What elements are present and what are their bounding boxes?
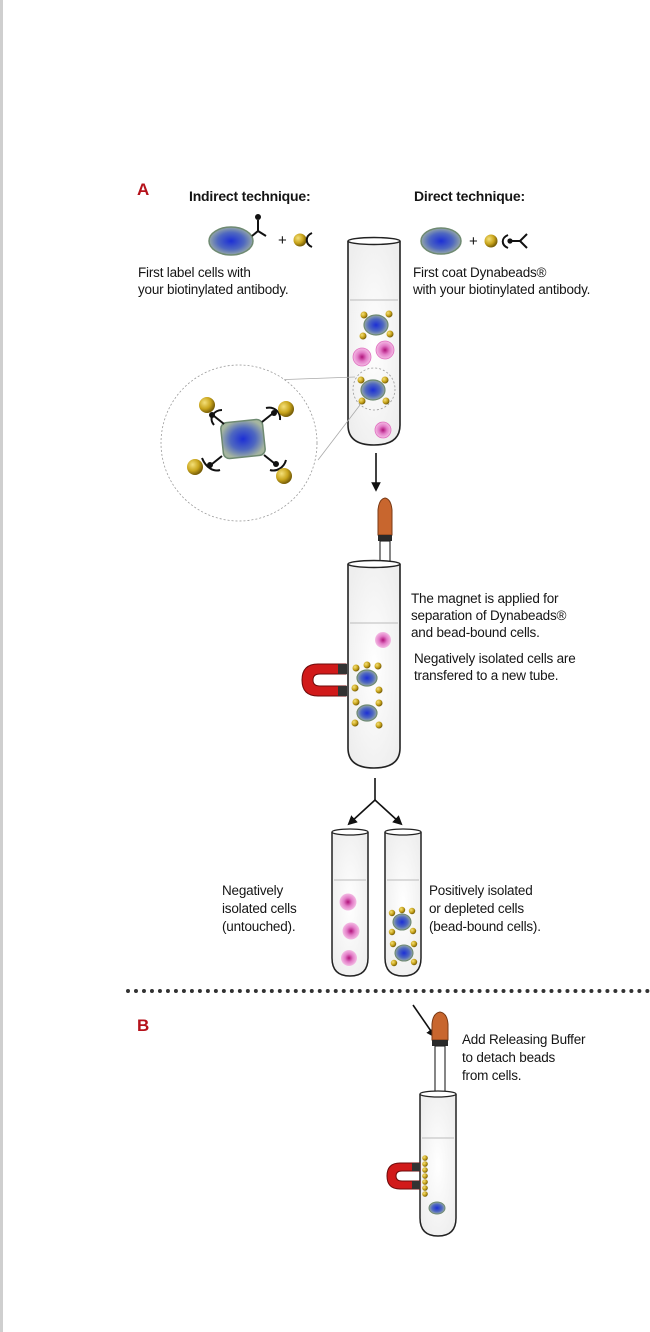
direct-cell-icon	[420, 227, 462, 255]
section-b-label: B	[137, 1016, 150, 1035]
indirect-bead-icon	[293, 232, 313, 248]
plus-sign: +	[469, 233, 478, 250]
negative-line3: (untouched).	[222, 919, 296, 934]
unlabeled-cell	[342, 922, 360, 940]
releasing-line1: Add Releasing Buffer	[462, 1032, 586, 1047]
direct-coated-bead-icon	[484, 233, 528, 249]
magnet-step-line3: and bead-bound cells.	[411, 625, 540, 640]
magnet-step-line4: Negatively isolated cells are	[414, 651, 576, 666]
indirect-technique-title: Indirect technique:	[189, 188, 311, 204]
release-tube	[419, 1090, 457, 1237]
direct-technique-title: Direct technique:	[414, 188, 525, 204]
bead-bound-cell	[388, 906, 417, 936]
positive-line1: Positively isolated	[429, 883, 533, 898]
released-beads	[422, 1155, 428, 1197]
direct-desc-line2: with your biotinylated antibody.	[413, 282, 591, 297]
magnet-step-line5: transfered to a new tube.	[414, 668, 559, 683]
released-cell	[428, 1201, 446, 1215]
magnet-icon	[301, 663, 347, 697]
indirect-desc-line1: First label cells with	[138, 265, 251, 280]
magnet-step-line2: separation of Dynabeads®	[411, 608, 567, 623]
zoom-source-circle	[352, 367, 396, 411]
positive-tube	[384, 828, 422, 977]
negative-line2: isolated cells	[222, 901, 297, 916]
zoom-line	[271, 376, 356, 381]
unlabeled-cell	[341, 950, 357, 966]
bead-bound-cell	[351, 698, 383, 729]
bead-bound-cell	[357, 376, 390, 405]
negative-line1: Negatively	[222, 883, 284, 898]
unlabeled-cell	[374, 421, 392, 439]
zoom-detail-circle	[160, 364, 318, 522]
unlabeled-cell	[339, 893, 357, 911]
positive-line2: or depleted cells	[429, 901, 524, 916]
plus-sign: +	[278, 232, 287, 249]
releasing-line2: to detach beads	[462, 1050, 556, 1065]
indirect-desc-line2: your biotinylated antibody.	[138, 282, 289, 297]
unlabeled-cell	[375, 340, 395, 360]
magnet-step-line1: The magnet is applied for	[411, 591, 559, 606]
split-arrows	[347, 778, 403, 826]
section-divider	[126, 989, 650, 993]
page-left-border	[0, 0, 3, 1332]
labeling-tube	[347, 236, 401, 446]
magnet-icon	[386, 1162, 421, 1190]
section-a-label: A	[137, 180, 150, 199]
separation-tube	[347, 559, 401, 769]
bead-bound-cell	[359, 310, 394, 340]
pointer-arrow	[412, 1004, 436, 1038]
positive-line3: (bead-bound cells).	[429, 919, 541, 934]
direct-desc-line1: First coat Dynabeads®	[413, 265, 547, 280]
bead-bound-cell	[351, 661, 383, 694]
zoom-line	[317, 404, 361, 461]
indirect-labeled-cell-icon	[208, 214, 267, 256]
releasing-line3: from cells.	[462, 1068, 522, 1083]
unlabeled-cell	[375, 632, 391, 648]
unlabeled-cell	[352, 347, 372, 367]
bead-bound-cell	[389, 940, 418, 967]
